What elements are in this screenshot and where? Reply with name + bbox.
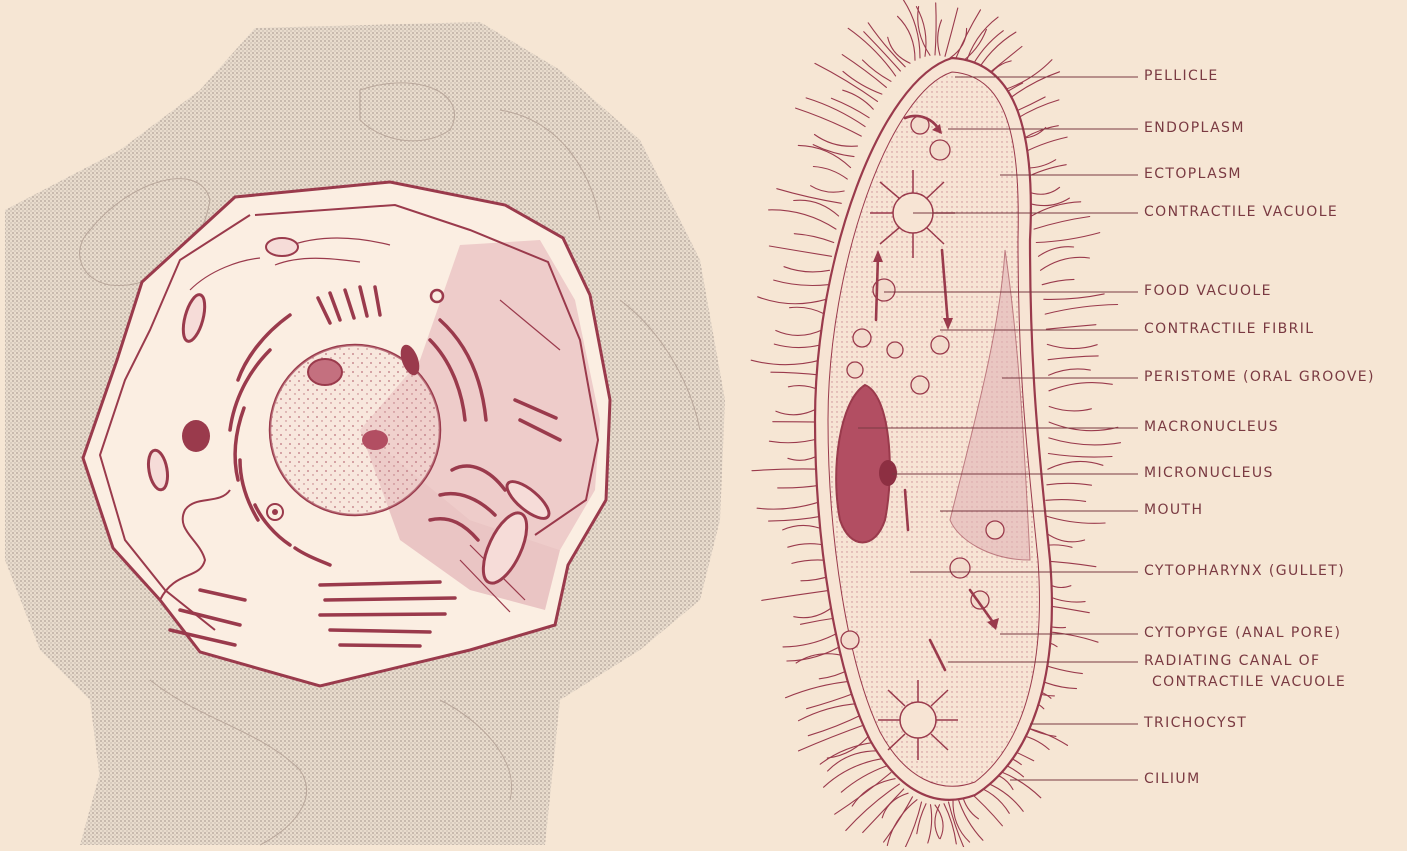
label-contractile-fibril: CONTRACTILE FIBRIL [1144,321,1315,338]
cilium-strand [1046,500,1086,502]
label-ectoplasm: ECTOPLASM [1144,166,1242,183]
label-radiating-canal: RADIATING CANAL OF [1144,653,1321,670]
cilium-strand [843,90,874,109]
cilium-strand [815,135,858,147]
cilium-strand [786,681,854,698]
cilium-strand [965,17,998,67]
cilium-strand [783,631,842,647]
cilium-strand [806,98,865,127]
cilium-strand [882,793,908,818]
cilium-strand [1039,247,1074,257]
cilium-strand [945,8,958,56]
cilium-strand [888,37,910,63]
cilium-strand [1041,257,1090,270]
cilium-strand [846,784,900,830]
label-radiating-canal-line2: CONTRACTILE VACUOLE [1152,674,1346,691]
cilium-strand [1048,461,1103,469]
cilium-strand [815,63,878,101]
cilium-strand [762,590,834,601]
cilium-strand [784,267,830,272]
cilium-strand [776,329,824,335]
cilium-strand [808,714,863,736]
cilium-strand [852,779,895,806]
label-food-vacuole: FOOD VACUOLE [1144,283,1272,300]
cilium-strand [1043,531,1084,542]
cilium-strand [757,500,824,509]
label-macronucleus: MACRONUCLEUS [1144,419,1279,436]
cilium-strand [807,692,857,708]
cilium-strand [1045,516,1105,524]
cilium-strand [1047,483,1092,485]
cilium-strand [935,805,943,839]
cilium-strand [1048,454,1112,458]
label-endoplasm: ENDOPLASM [1144,120,1245,137]
label-cilium: CILIUM [1144,771,1201,788]
cilium-strand [928,805,932,843]
label-pellicle: PELLICLE [1144,68,1219,85]
cilium-strand [752,469,822,471]
cilium-strand [796,108,862,136]
cilium-strand [758,297,827,304]
cilium-strand [887,800,917,846]
cilium-strand [1047,344,1097,348]
label-cytopyge: CYTOPYGE (ANAL PORE) [1144,625,1341,642]
cilium-strand [811,186,845,193]
label-cytopharynx: CYTOPHARYNX (GULLET) [1144,563,1345,580]
cilium-strand [1046,325,1096,330]
cilium-strand [898,16,916,60]
cilium-strand [751,360,822,365]
cilium-strand [868,23,905,67]
cilium-strand [1049,383,1112,391]
cilium-strand [958,797,983,841]
cilium-strand [771,372,822,375]
cilium-strand [938,20,942,55]
cilium-strand [798,145,850,167]
cilium-strand [863,60,892,81]
label-trichocyst: TRICHOCYST [1144,715,1247,732]
cilium-strand [769,438,821,443]
cilium-strand [955,10,981,61]
cilium-strand [820,742,875,764]
cilium-strand [917,804,926,834]
label-peristome: PERISTOME (ORAL GROOVE) [1144,369,1375,386]
cilium-strand [1029,198,1070,205]
cilium-strand [1049,369,1091,375]
cilium-strand [813,167,847,180]
cilium-strand [769,210,836,229]
cilium-strand [769,246,831,256]
cilium-strand [1049,438,1121,445]
cilium-strand [799,703,861,720]
cilium-strand [794,234,833,243]
cilium-strand [1045,305,1117,315]
cilium-strand [1042,279,1074,284]
cilium-strand [935,3,936,55]
cilium-strand [1049,422,1118,431]
cilium-strand [774,280,828,285]
label-contractile-vacuole: CONTRACTILE VACUOLE [1144,204,1338,221]
cilium-strand [769,516,826,522]
cilium-strand [1048,356,1098,360]
label-micronucleus: MICRONUCLEUS [1144,465,1274,482]
cilium-strand [831,98,869,117]
cilium-strand [1036,233,1099,243]
label-mouth: MOUTH [1144,502,1203,519]
cilium-strand [827,733,871,758]
cilium-strand [774,344,822,347]
cilium-strand [1044,294,1104,299]
paramecium [751,0,1120,847]
cilium-strand [790,307,825,314]
cilium-strand [1049,407,1091,411]
cilium-strand [1034,217,1090,230]
